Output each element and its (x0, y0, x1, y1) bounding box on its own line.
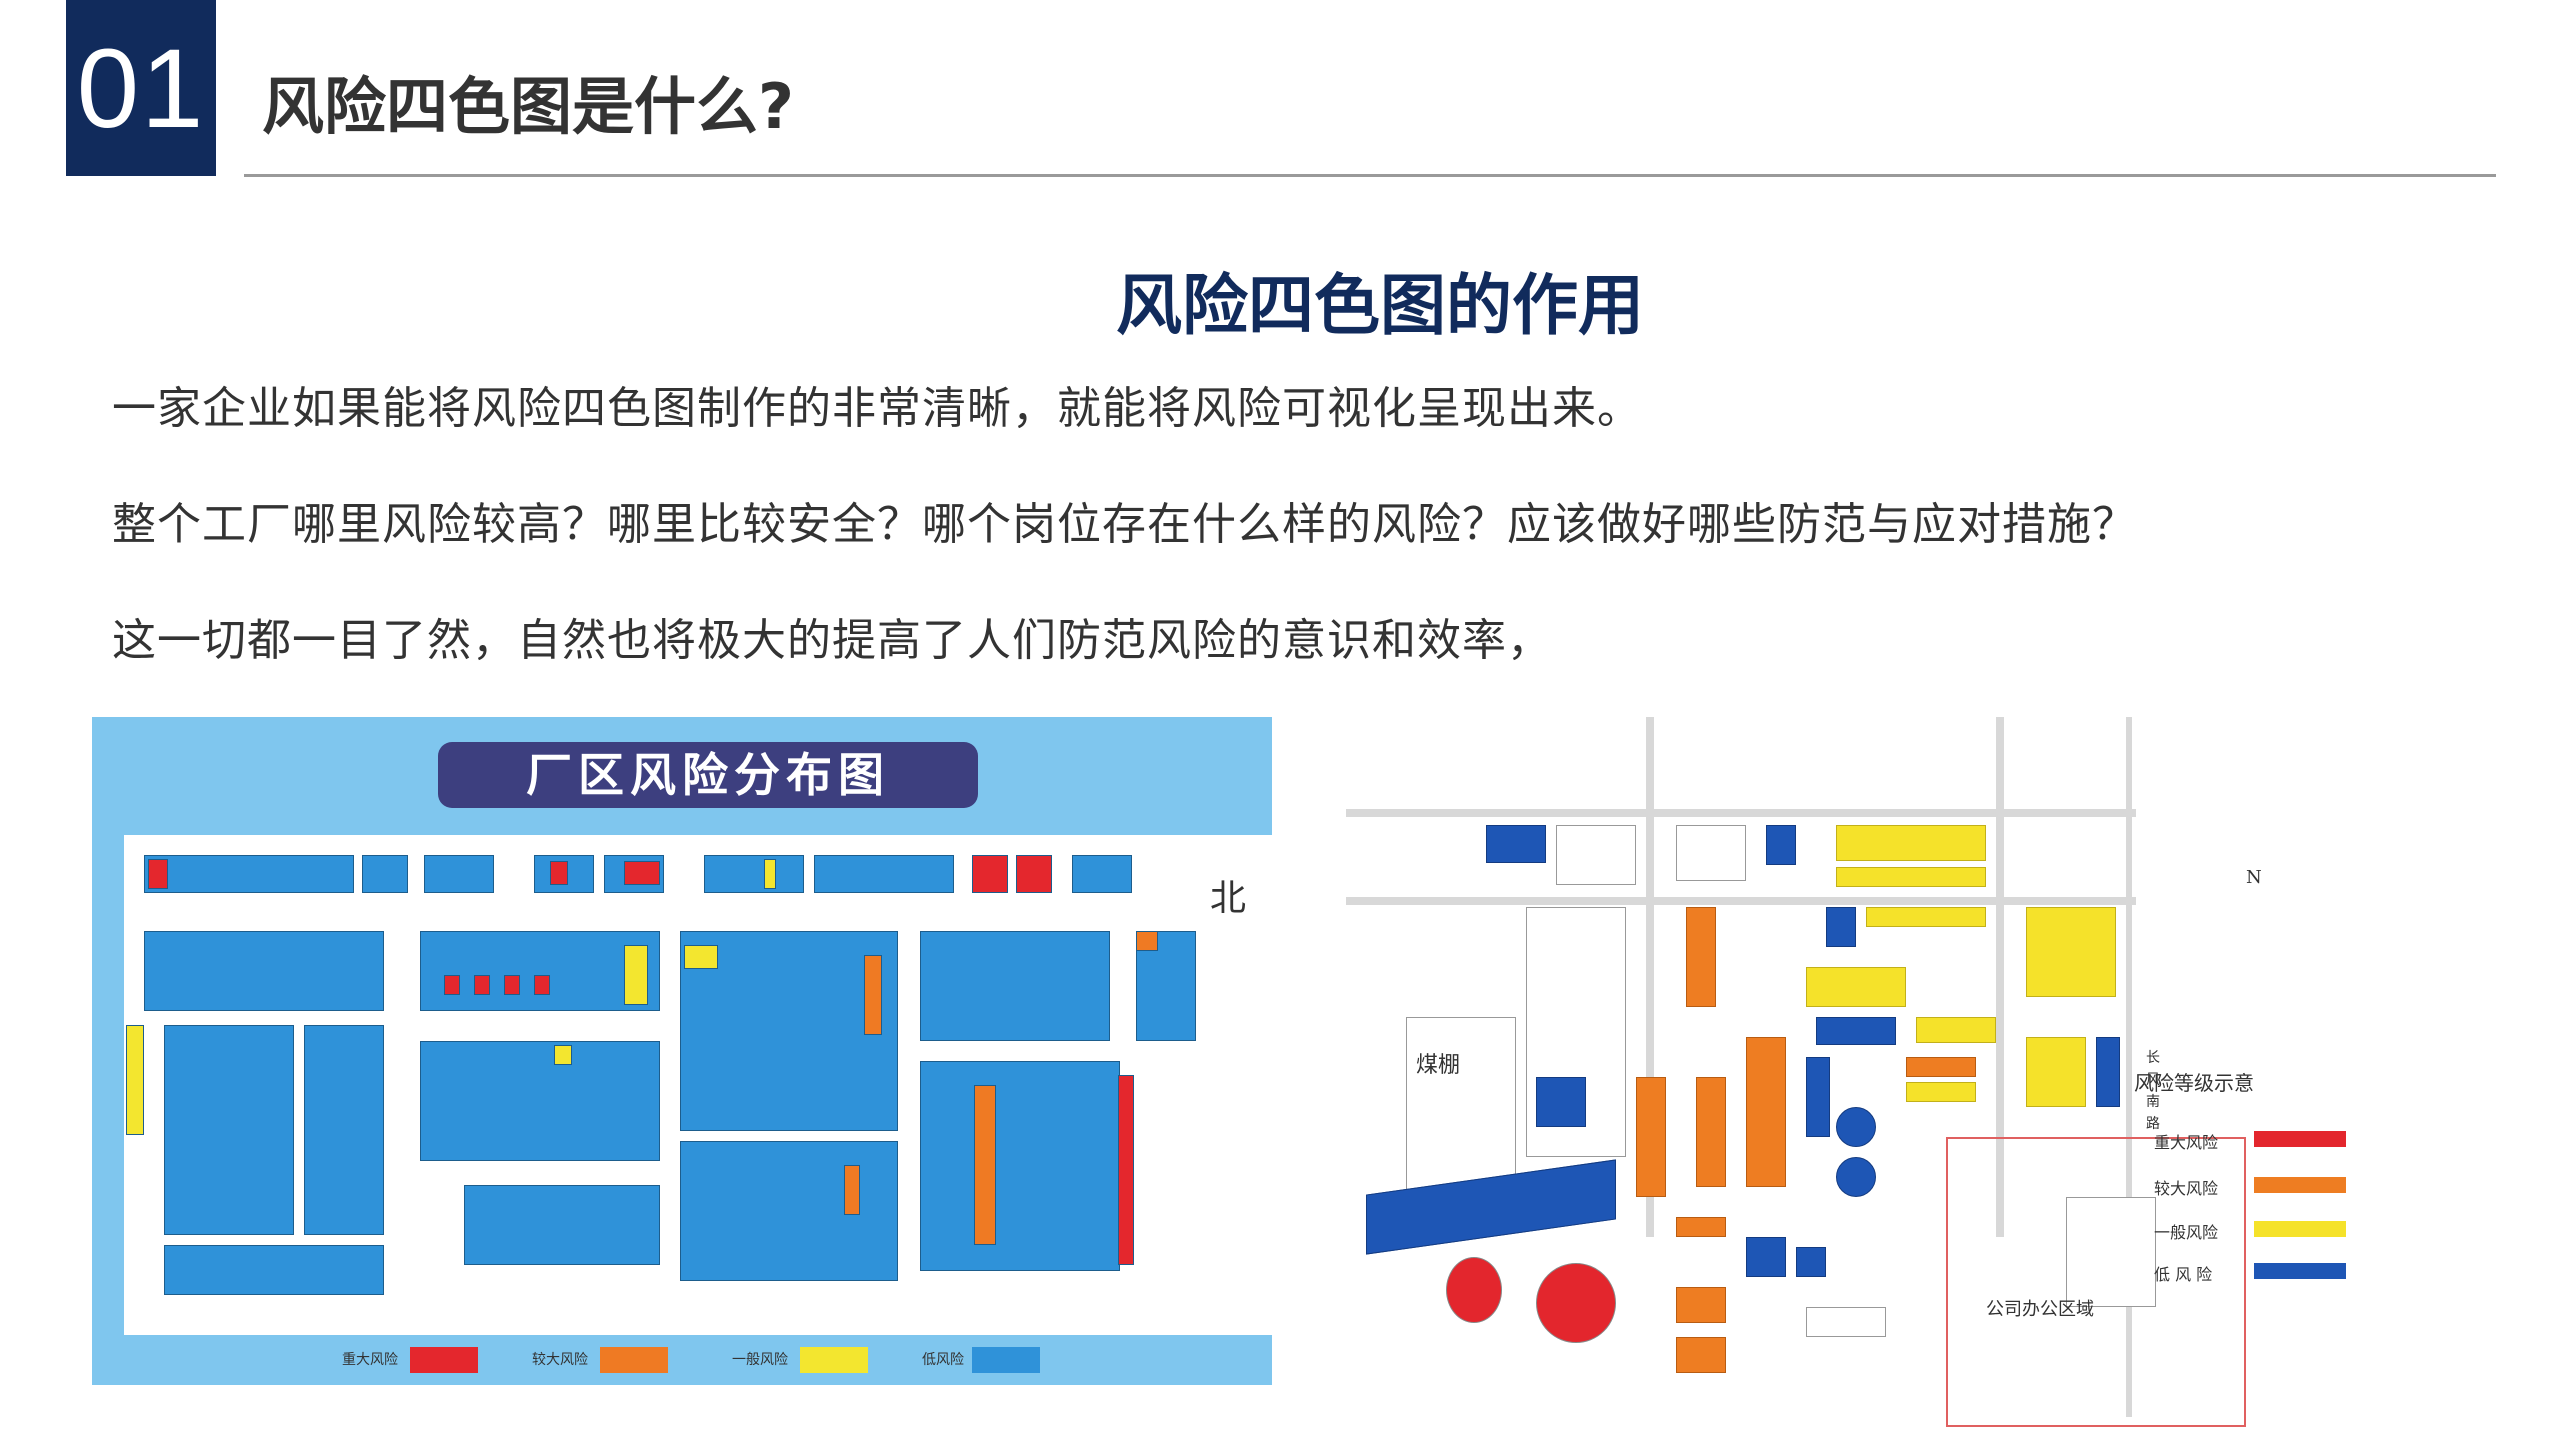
page-title: 风险四色图是什么? (262, 70, 794, 143)
legend-label: 一般风险 (2154, 1223, 2219, 1242)
paragraph-2: 整个工厂哪里风险较高？哪里比较安全？哪个岗位存在什么样的风险？应该做好哪些防范与… (112, 499, 2137, 550)
left-map-legend: 重大风险 较大风险 一般风险 低风险 (92, 1345, 1272, 1381)
coal-shed-label: 煤棚 (1416, 1053, 1461, 1078)
legend-swatch-general (800, 1347, 868, 1373)
legend-swatch-major (410, 1347, 478, 1373)
legend-swatch-low (2254, 1263, 2346, 1279)
north-label: N (2246, 867, 2262, 888)
legend-swatch-large (2254, 1177, 2346, 1193)
legend-swatch-major (2254, 1131, 2346, 1147)
legend-label: 重大风险 (2154, 1133, 2219, 1152)
road-label: 长风南路 (2146, 1050, 2160, 1132)
legend-label: 较大风险 (2154, 1179, 2219, 1198)
legend-label: 较大风险 (532, 1352, 588, 1368)
legend-label: 低风险 (922, 1352, 964, 1368)
legend-swatch-general (2254, 1221, 2346, 1237)
title-divider (244, 174, 2496, 177)
north-arrow-label: 北 (1210, 878, 1247, 919)
office-area-label: 公司办公区域 (1986, 1299, 2094, 1320)
site-risk-map-image: 煤棚 公司办公区域 N 长风南路 风险等级示意 重大风险 较大风险 一般风险 低… (1346, 717, 2356, 1440)
map-title-banner: 厂区风险分布图 (438, 742, 978, 808)
legend-label: 重大风险 (342, 1352, 398, 1368)
section-subtitle: 风险四色图的作用 (1116, 267, 1644, 344)
legend-swatch-low (972, 1347, 1040, 1373)
paragraph-3: 这一切都一目了然，自然也将极大的提高了人们防范风险的意识和效率， (112, 615, 1552, 666)
paragraph-1: 一家企业如果能将风险四色图制作的非常清晰，就能将风险可视化呈现出来。 (112, 383, 1642, 434)
section-number: 01 (66, 0, 216, 176)
risk-legend-title: 风险等级示意 (2134, 1071, 2254, 1095)
plant-layout (124, 835, 1272, 1335)
factory-risk-map-image: 厂区风险分布图 (92, 717, 1272, 1385)
legend-swatch-large (600, 1347, 668, 1373)
legend-label: 一般风险 (732, 1352, 788, 1368)
legend-label: 低 风 险 (2154, 1265, 2213, 1284)
